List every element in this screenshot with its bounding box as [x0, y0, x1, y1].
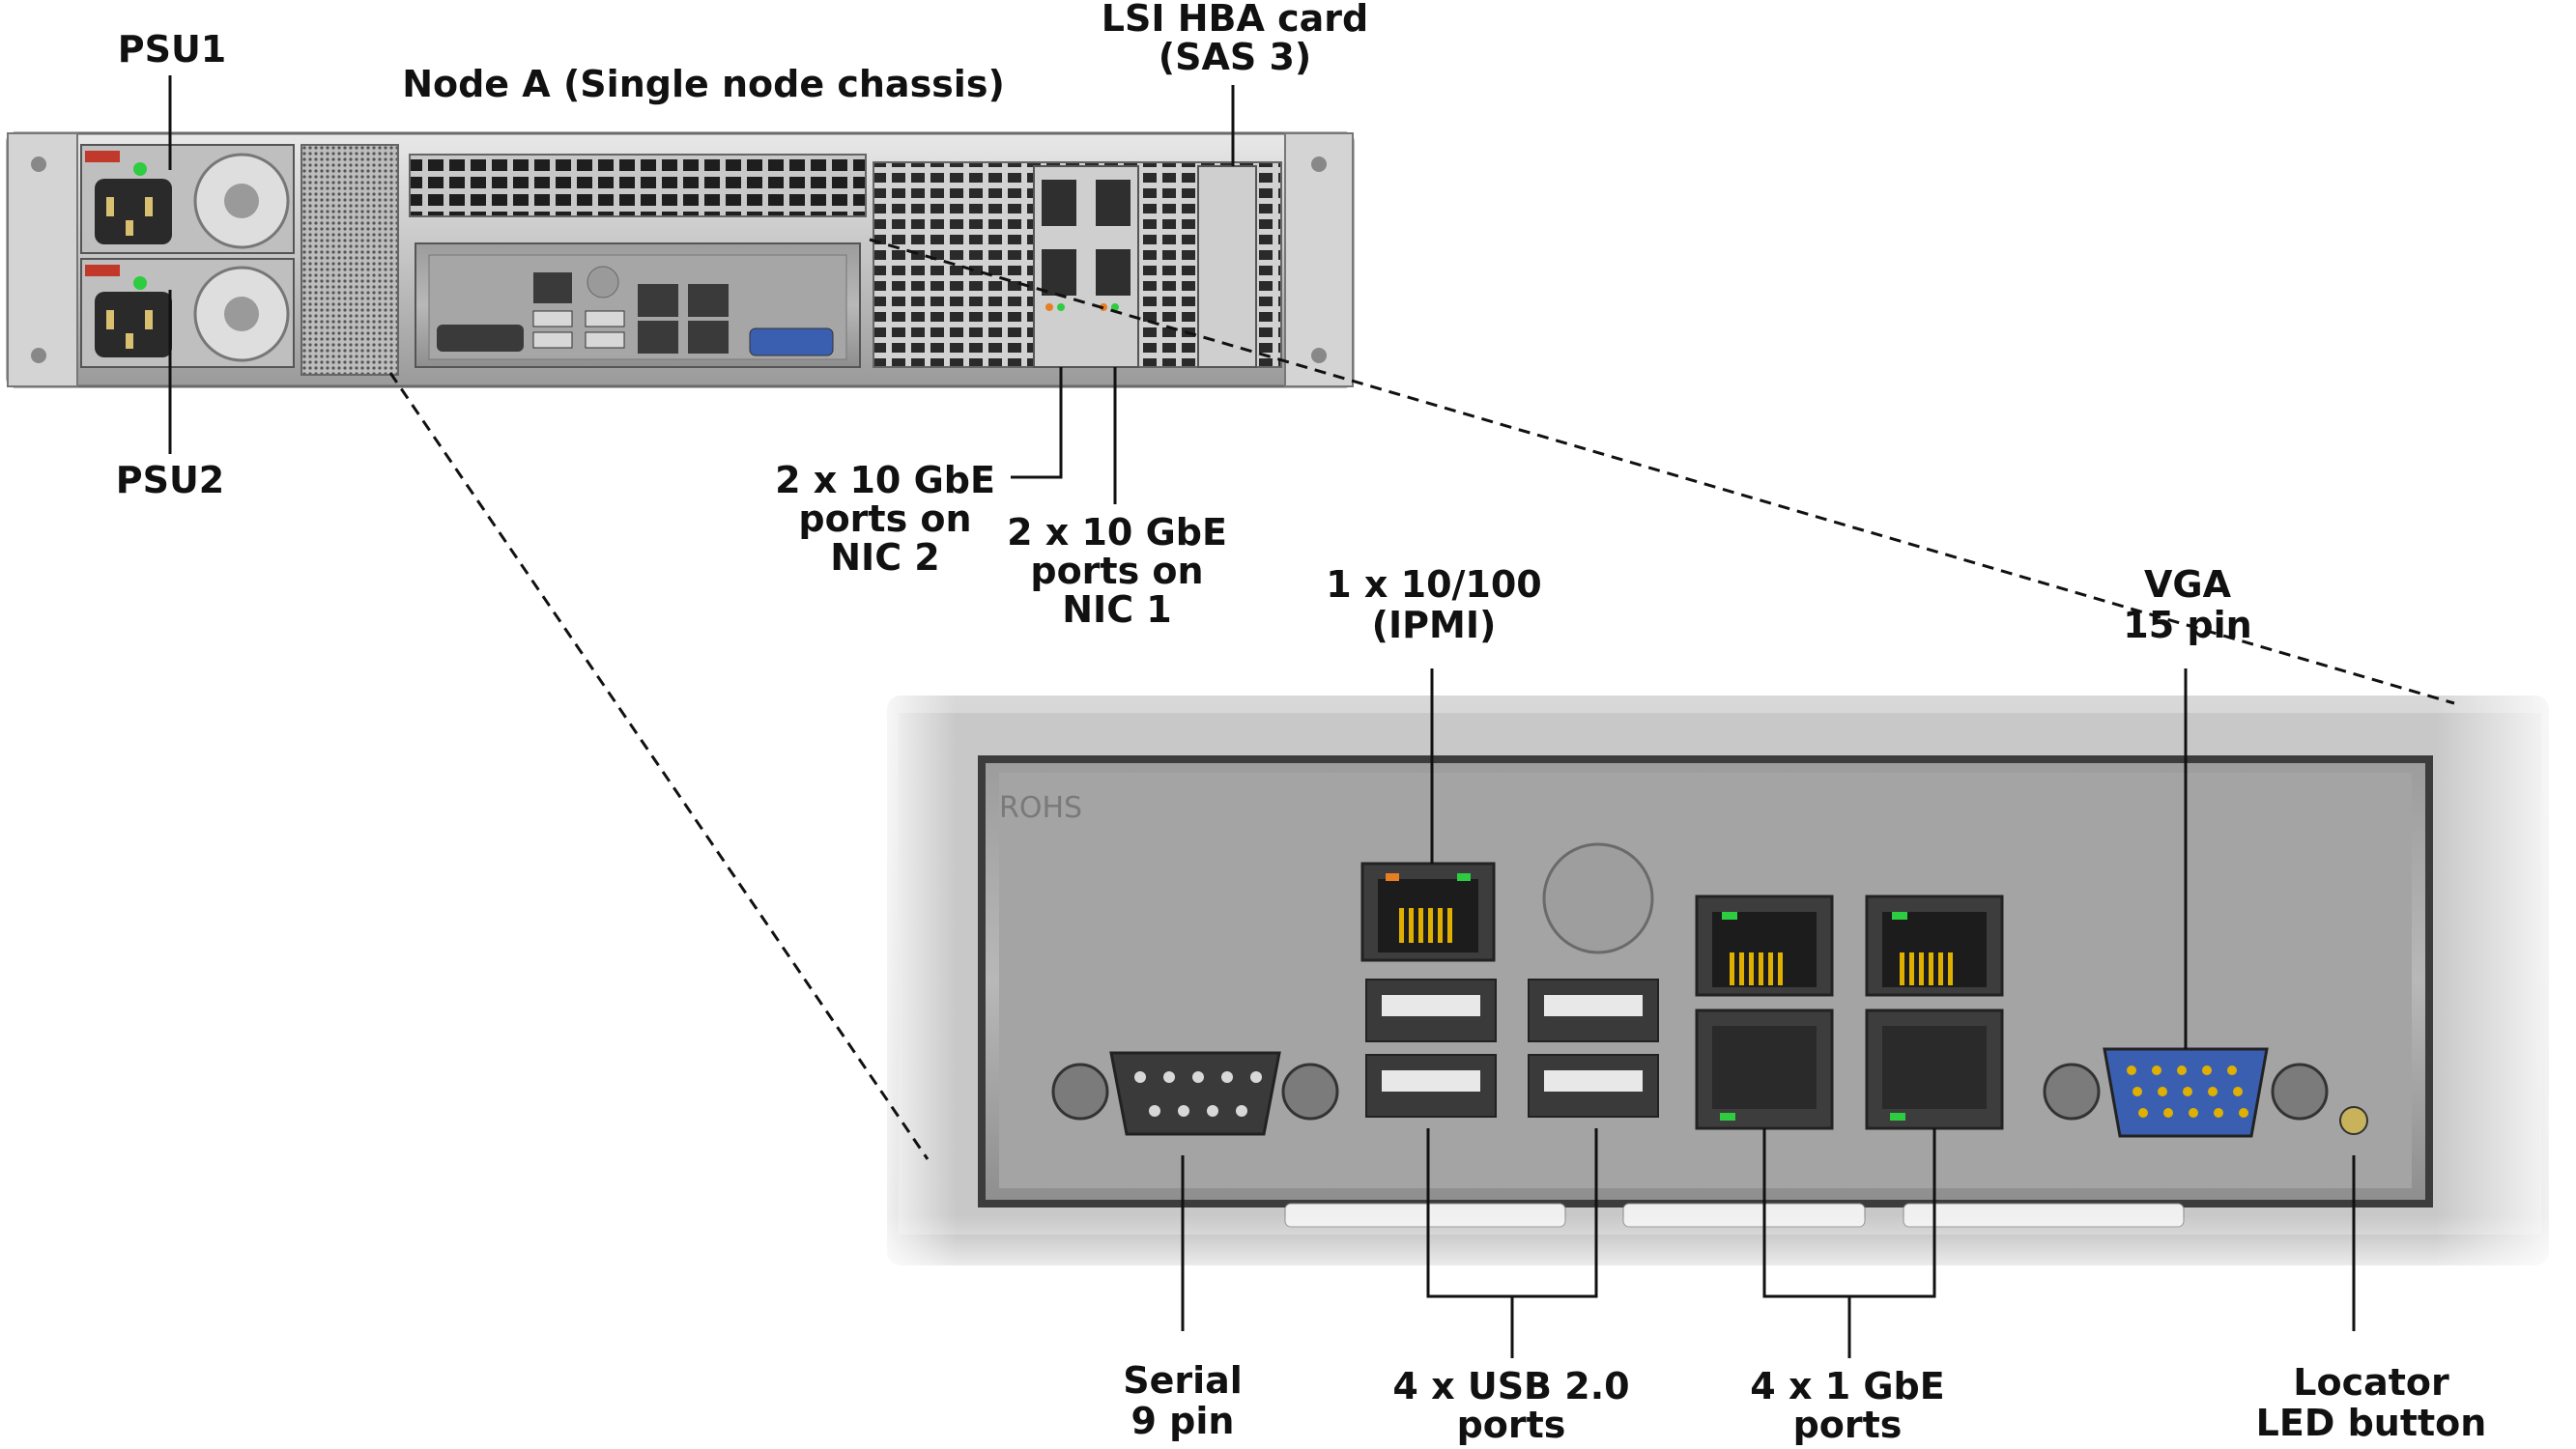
psu2-module [80, 258, 295, 368]
nic1-label-line1: 2 x 10 GbE [1007, 511, 1227, 554]
vga-label-line2: 15 pin [2123, 604, 2251, 646]
psu2-label: PSU2 [116, 459, 225, 501]
locator-led-button [2339, 1106, 2368, 1135]
gbe-label-line2: ports [1793, 1404, 1903, 1446]
callout-labels: PSU1 PSU2 Node A (Single node chassis) L… [116, 0, 2487, 1446]
usb-label-line2: ports [1457, 1404, 1566, 1446]
zoom-lines [388, 238, 2455, 1160]
psu1-label: PSU1 [118, 28, 227, 71]
vga-label-line1: VGA [2144, 563, 2232, 606]
chassis-rear-view [6, 131, 1355, 388]
nic-cards [1033, 165, 1139, 368]
leader-lines [168, 75, 2356, 1358]
nic2-label-line1: 2 x 10 GbE [775, 459, 995, 501]
serial-label-line2: 9 pin [1131, 1400, 1235, 1442]
ipmi-label-line1: 1 x 10/100 [1326, 563, 1542, 606]
locator-label-line1: Locator [2293, 1361, 2449, 1404]
locator-label-line2: LED button [2256, 1402, 2487, 1444]
nic1-label-line3: NIC 1 [1062, 588, 1172, 631]
rohs-marking: ROHS [999, 791, 1082, 825]
ipmi-label-line2: (IPMI) [1372, 604, 1497, 646]
hba-label-line1: LSI HBA card [1102, 0, 1368, 40]
vga-port [2043, 1047, 2329, 1138]
usb-ports [1365, 842, 1659, 1118]
psu1-module [80, 144, 295, 254]
gbe-ports [1695, 895, 2004, 1130]
nic2-label-line2: ports on [798, 497, 971, 540]
nic1-label-line2: ports on [1030, 550, 1203, 592]
node-title-label: Node A (Single node chassis) [402, 63, 1005, 105]
hba-label-line2: (SAS 3) [1159, 36, 1312, 78]
ipmi-port [1360, 862, 1496, 962]
io-panel-zoomed: ROHS [870, 676, 2576, 1294]
serial-port [1051, 1051, 1339, 1136]
io-panel-small [415, 242, 861, 368]
nic2-label-line3: NIC 2 [830, 536, 940, 579]
gbe-label-line1: 4 x 1 GbE [1750, 1365, 1944, 1407]
usb-label-line1: 4 x USB 2.0 [1392, 1365, 1629, 1407]
serial-label-line1: Serial [1123, 1359, 1243, 1402]
